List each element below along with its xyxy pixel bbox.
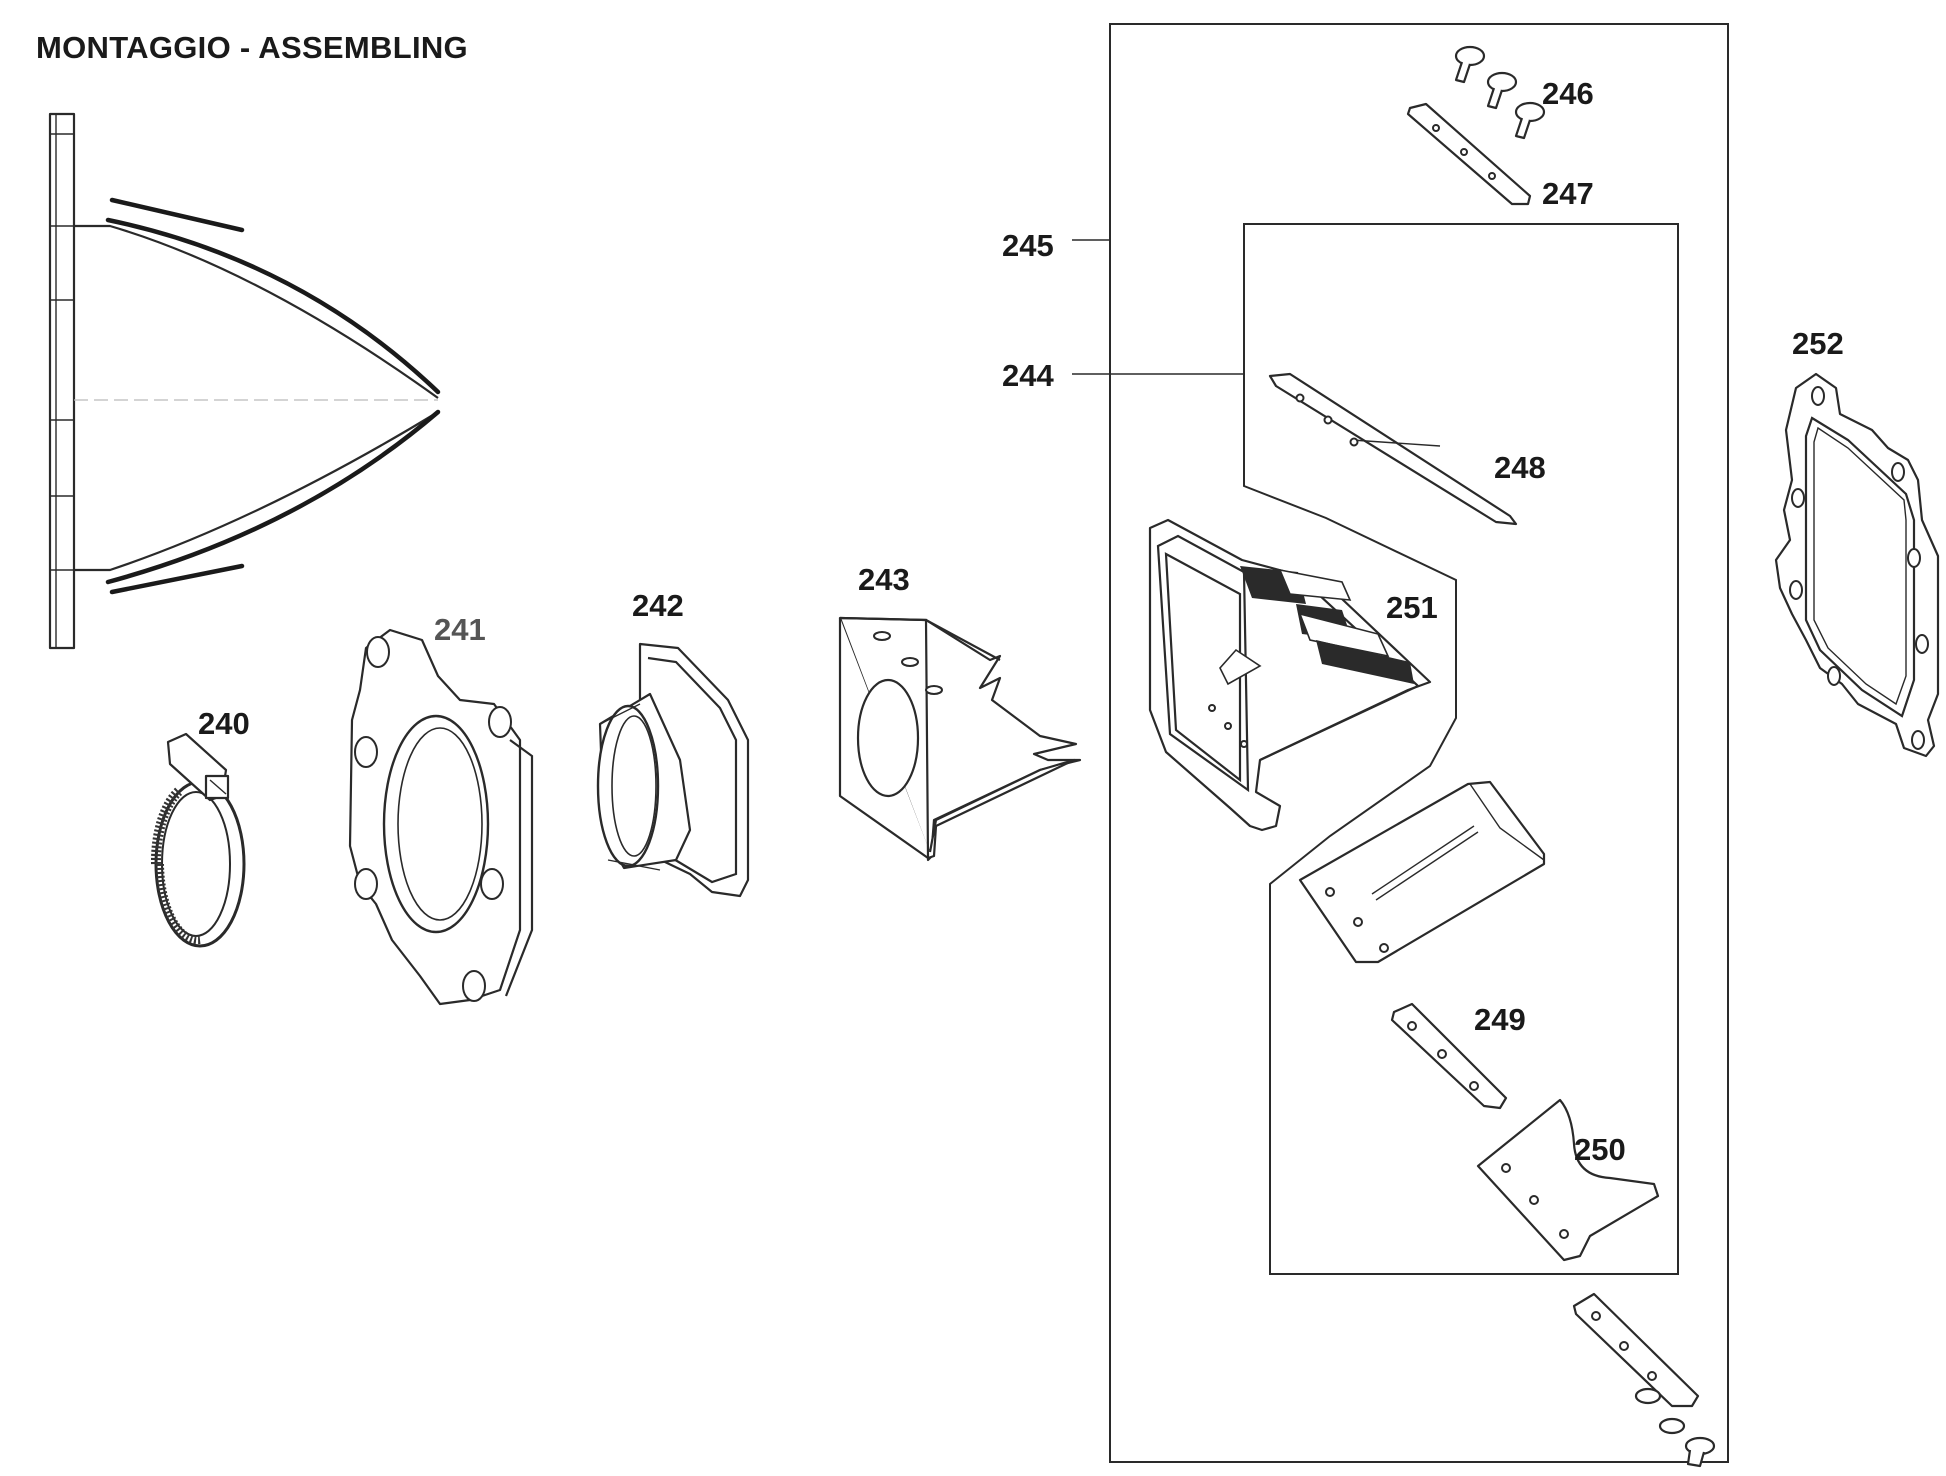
page-title: MONTAGGIO - ASSEMBLING <box>36 30 468 65</box>
part-248-reed-petal <box>1268 372 1518 526</box>
label-250: 250 <box>1574 1132 1626 1167</box>
part-241-flange <box>348 628 534 1006</box>
label-247: 247 <box>1542 176 1594 211</box>
label-249: 249 <box>1474 1002 1526 1037</box>
part-reed-petal-lower <box>1298 780 1546 964</box>
label-244: 244 <box>1002 358 1054 393</box>
part-252-gasket <box>1774 372 1940 758</box>
air-filter-cone <box>48 112 441 650</box>
label-248: 248 <box>1494 450 1546 485</box>
part-251-reed-cage <box>1148 518 1432 832</box>
label-251: 251 <box>1386 590 1438 625</box>
label-252: 252 <box>1792 326 1844 361</box>
part-240-hose-clamp <box>150 732 246 948</box>
part-246-screws <box>1454 45 1546 140</box>
group-frame-244 <box>1243 223 1679 1275</box>
part-250-stopper <box>1476 1098 1660 1262</box>
part-242-manifold <box>596 642 750 898</box>
part-243-reed-body <box>838 616 1082 862</box>
label-246: 246 <box>1542 76 1594 111</box>
part-249-plate <box>1390 1002 1508 1110</box>
group-frame-245 <box>1109 23 1729 1463</box>
label-243: 243 <box>858 562 910 597</box>
label-245: 245 <box>1002 228 1054 263</box>
label-241: 241 <box>434 612 486 647</box>
label-240: 240 <box>198 706 250 741</box>
part-247-plate <box>1406 102 1532 206</box>
label-242: 242 <box>632 588 684 623</box>
part-bottom-plate-screws <box>1572 1292 1716 1468</box>
